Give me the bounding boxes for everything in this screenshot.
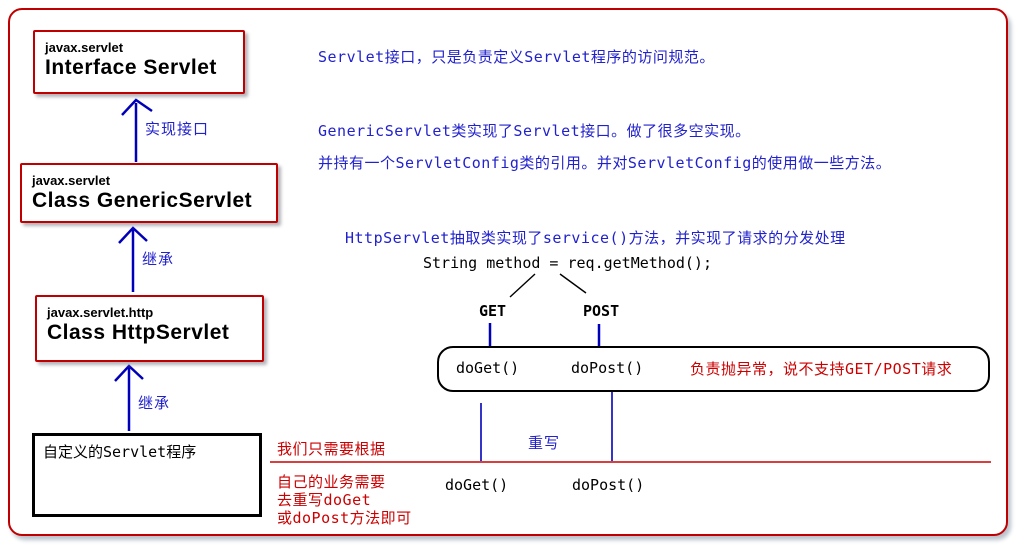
doget-method-label: doGet() bbox=[456, 359, 520, 377]
implement-arrow-label: 实现接口 bbox=[145, 120, 210, 138]
package-label: javax.servlet bbox=[45, 40, 124, 55]
package-label: javax.servlet bbox=[32, 173, 111, 188]
servlet-note: Servlet接口，只是负责定义Servlet程序的访问规范。 bbox=[318, 48, 715, 66]
method-box bbox=[437, 346, 990, 392]
red-note-line2: 自己的业务需要 bbox=[277, 473, 386, 491]
red-note-line4: 或doPost方法即可 bbox=[277, 509, 412, 527]
dopost-method-label: doPost() bbox=[571, 359, 644, 377]
package-label: javax.servlet.http bbox=[47, 305, 154, 320]
red-note-line3: 去重写doGet bbox=[277, 491, 372, 509]
generic-note-2: 并持有一个ServletConfig类的引用。并对ServletConfig的使… bbox=[318, 154, 892, 172]
overridden-dopost-label: doPost() bbox=[572, 476, 645, 494]
override-label: 重写 bbox=[528, 434, 561, 452]
exception-note: 负责抛异常，说不支持GET/POST请求 bbox=[690, 360, 953, 378]
get-label: GET bbox=[479, 302, 507, 320]
class-name-label: Interface Servlet bbox=[45, 56, 217, 79]
custom-servlet-label: 自定义的Servlet程序 bbox=[43, 443, 197, 461]
interface-servlet-box: javax.servlet Interface Servlet bbox=[33, 30, 245, 94]
red-note-line1: 我们只需要根据 bbox=[277, 440, 386, 458]
class-name-label: Class HttpServlet bbox=[47, 321, 230, 344]
inherit-arrow-label-2: 继承 bbox=[138, 394, 171, 412]
inherit-arrow-label-1: 继承 bbox=[142, 250, 175, 268]
post-label: POST bbox=[583, 302, 620, 320]
class-name-label: Class GenericServlet bbox=[32, 189, 253, 212]
http-note: HttpServlet抽取类实现了service()方法，并实现了请求的分发处理 bbox=[345, 229, 846, 247]
code-line: String method = req.getMethod(); bbox=[423, 254, 712, 272]
generic-note-1: GenericServlet类实现了Servlet接口。做了很多空实现。 bbox=[318, 122, 751, 140]
overridden-doget-label: doGet() bbox=[445, 476, 509, 494]
generic-servlet-box: javax.servlet Class GenericServlet bbox=[20, 163, 278, 223]
custom-servlet-box: 自定义的Servlet程序 bbox=[32, 433, 262, 517]
http-servlet-box: javax.servlet.http Class HttpServlet bbox=[35, 295, 264, 362]
